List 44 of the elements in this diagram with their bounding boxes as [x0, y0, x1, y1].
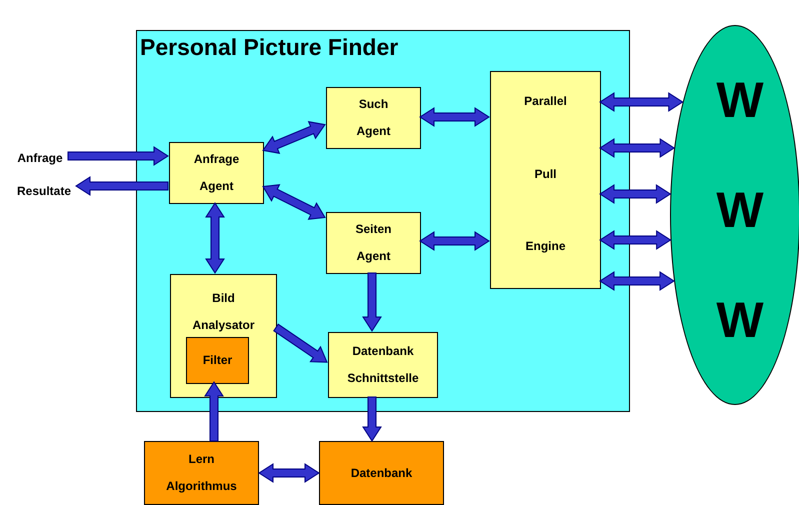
- block-arrow: [205, 202, 225, 274]
- box-label: Anfrage: [17, 150, 63, 166]
- block-arrow: [258, 463, 320, 483]
- process-box: [144, 441, 259, 505]
- process-box: [326, 87, 421, 149]
- box-label: Datenbank Schnittstelle: [347, 343, 419, 387]
- title-label: Personal Picture Finder: [140, 33, 398, 61]
- block-arrow: [75, 176, 168, 196]
- box-label: Resultate: [16, 183, 72, 199]
- box-label: Datenbank: [350, 464, 412, 482]
- process-box: [169, 142, 264, 204]
- box-label: W: [716, 182, 764, 238]
- box-label: Engine: [525, 238, 566, 255]
- block-arrow: [599, 138, 676, 158]
- box-label: Pull: [534, 166, 556, 182]
- block-arrow: [204, 381, 224, 442]
- box-label: Anfrage Agent: [194, 151, 240, 195]
- process-box: [326, 212, 421, 274]
- block-arrow: [68, 146, 169, 166]
- block-arrow: [599, 271, 675, 291]
- box-label: W: [716, 292, 764, 348]
- process-box: [170, 274, 277, 398]
- process-box: [328, 332, 438, 398]
- box-label: Such Agent: [356, 96, 390, 140]
- block-arrow: [262, 121, 326, 154]
- block-arrow: [262, 184, 326, 220]
- block-arrow: [599, 230, 672, 250]
- box-label: Seiten Agent: [355, 221, 392, 265]
- block-arrow: [599, 184, 672, 204]
- process-box: [490, 71, 601, 289]
- process-box: [186, 337, 249, 384]
- box-label: Bild Analysator: [192, 290, 254, 334]
- box-label: Lern Algorithmus: [166, 451, 237, 495]
- box-label: W: [716, 72, 764, 128]
- block-arrow: [599, 92, 684, 112]
- block-arrow: [419, 231, 490, 251]
- box-label: Filter: [202, 352, 232, 369]
- block-arrow: [362, 272, 382, 332]
- process-box: [319, 441, 444, 505]
- box-label: Parallel: [524, 93, 567, 110]
- block-arrow: [273, 324, 328, 363]
- system-boundary-box: [136, 30, 630, 412]
- block-arrow: [419, 107, 490, 127]
- block-arrow: [362, 396, 382, 442]
